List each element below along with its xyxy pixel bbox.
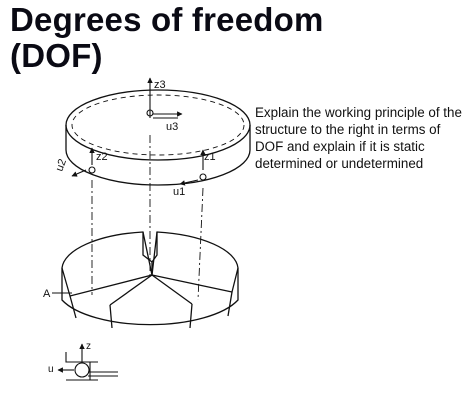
joint-detail-pin: [74, 362, 90, 378]
label-z3: z3: [154, 79, 166, 91]
upper-disc-top-ellipse: [65, 89, 251, 161]
joint-3-pin: [146, 109, 154, 117]
lower-base-left-top: [61, 231, 153, 297]
upper-disc-bottom-edge: [65, 125, 251, 186]
label-z1: z1: [204, 151, 216, 163]
label-z2: z2: [96, 151, 108, 163]
label-z: z: [86, 341, 91, 352]
joint-2: [71, 147, 96, 177]
upper-disc-hidden-edge: [71, 94, 245, 156]
u1-axis: [179, 179, 199, 186]
label-u1: u1: [173, 186, 185, 198]
joint-detail-rail: [88, 371, 118, 377]
joint-2-pin: [88, 166, 96, 174]
label-u: u: [48, 364, 54, 375]
joint-1: [179, 149, 207, 186]
u2-axis: [71, 169, 87, 177]
joint-detail: [57, 343, 118, 381]
slide-title: Degrees of freedom (DOF): [10, 2, 324, 74]
label-u3: u3: [166, 121, 178, 133]
joint-1-pin: [199, 173, 207, 181]
joint-3: [146, 77, 183, 119]
lower-base: [61, 231, 239, 329]
slide-title-line-1: Degrees of freedom: [10, 1, 324, 38]
lower-base-outer-wall: [61, 268, 239, 326]
lower-base-front-groove: [109, 274, 193, 306]
lower-base-right-top: [151, 231, 239, 293]
projection-lines: [91, 135, 204, 301]
label-u2: u2: [54, 157, 69, 173]
upper-disc: [65, 89, 251, 186]
slide-title-line-2: (DOF): [10, 37, 103, 74]
lower-base-notch: [69, 291, 233, 329]
instruction-text: Explain the working principle of the str…: [255, 105, 462, 171]
joint-detail-guide: [65, 352, 98, 381]
projection-line-right: [197, 187, 204, 301]
label-a: A: [43, 288, 51, 300]
